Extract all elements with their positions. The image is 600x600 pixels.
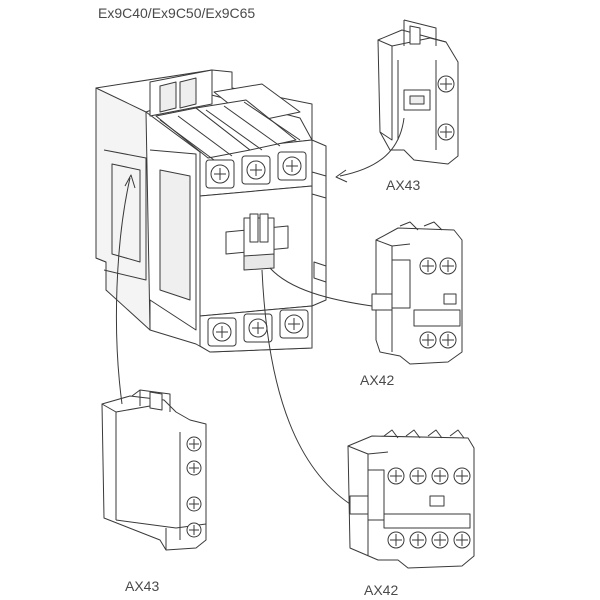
label-ax43-bottom: AX43	[125, 578, 160, 594]
arrow-ax42-bottom	[262, 270, 350, 504]
ax43-top-module	[378, 20, 458, 164]
arrow-ax42-middle	[270, 268, 372, 306]
ax43-bottom-module	[102, 390, 206, 550]
label-ax42-bottom: AX42	[364, 582, 399, 598]
side-aux-slot	[312, 172, 326, 282]
top-terminal-screws	[206, 152, 306, 188]
bottom-terminal-screws	[208, 310, 308, 346]
label-ax42-middle: AX42	[360, 372, 395, 388]
diagram-title: Ex9C40/Ex9C50/Ex9C65	[98, 5, 256, 21]
ax42-bottom-module	[348, 430, 474, 568]
arrow-ax43-top	[340, 118, 404, 176]
front-aux-slot	[226, 214, 288, 270]
ax42-middle-module	[372, 222, 462, 364]
label-ax43-top: AX43	[386, 177, 421, 193]
mounting-arrows	[116, 118, 404, 504]
arrow-ax43-bottom	[116, 178, 130, 404]
